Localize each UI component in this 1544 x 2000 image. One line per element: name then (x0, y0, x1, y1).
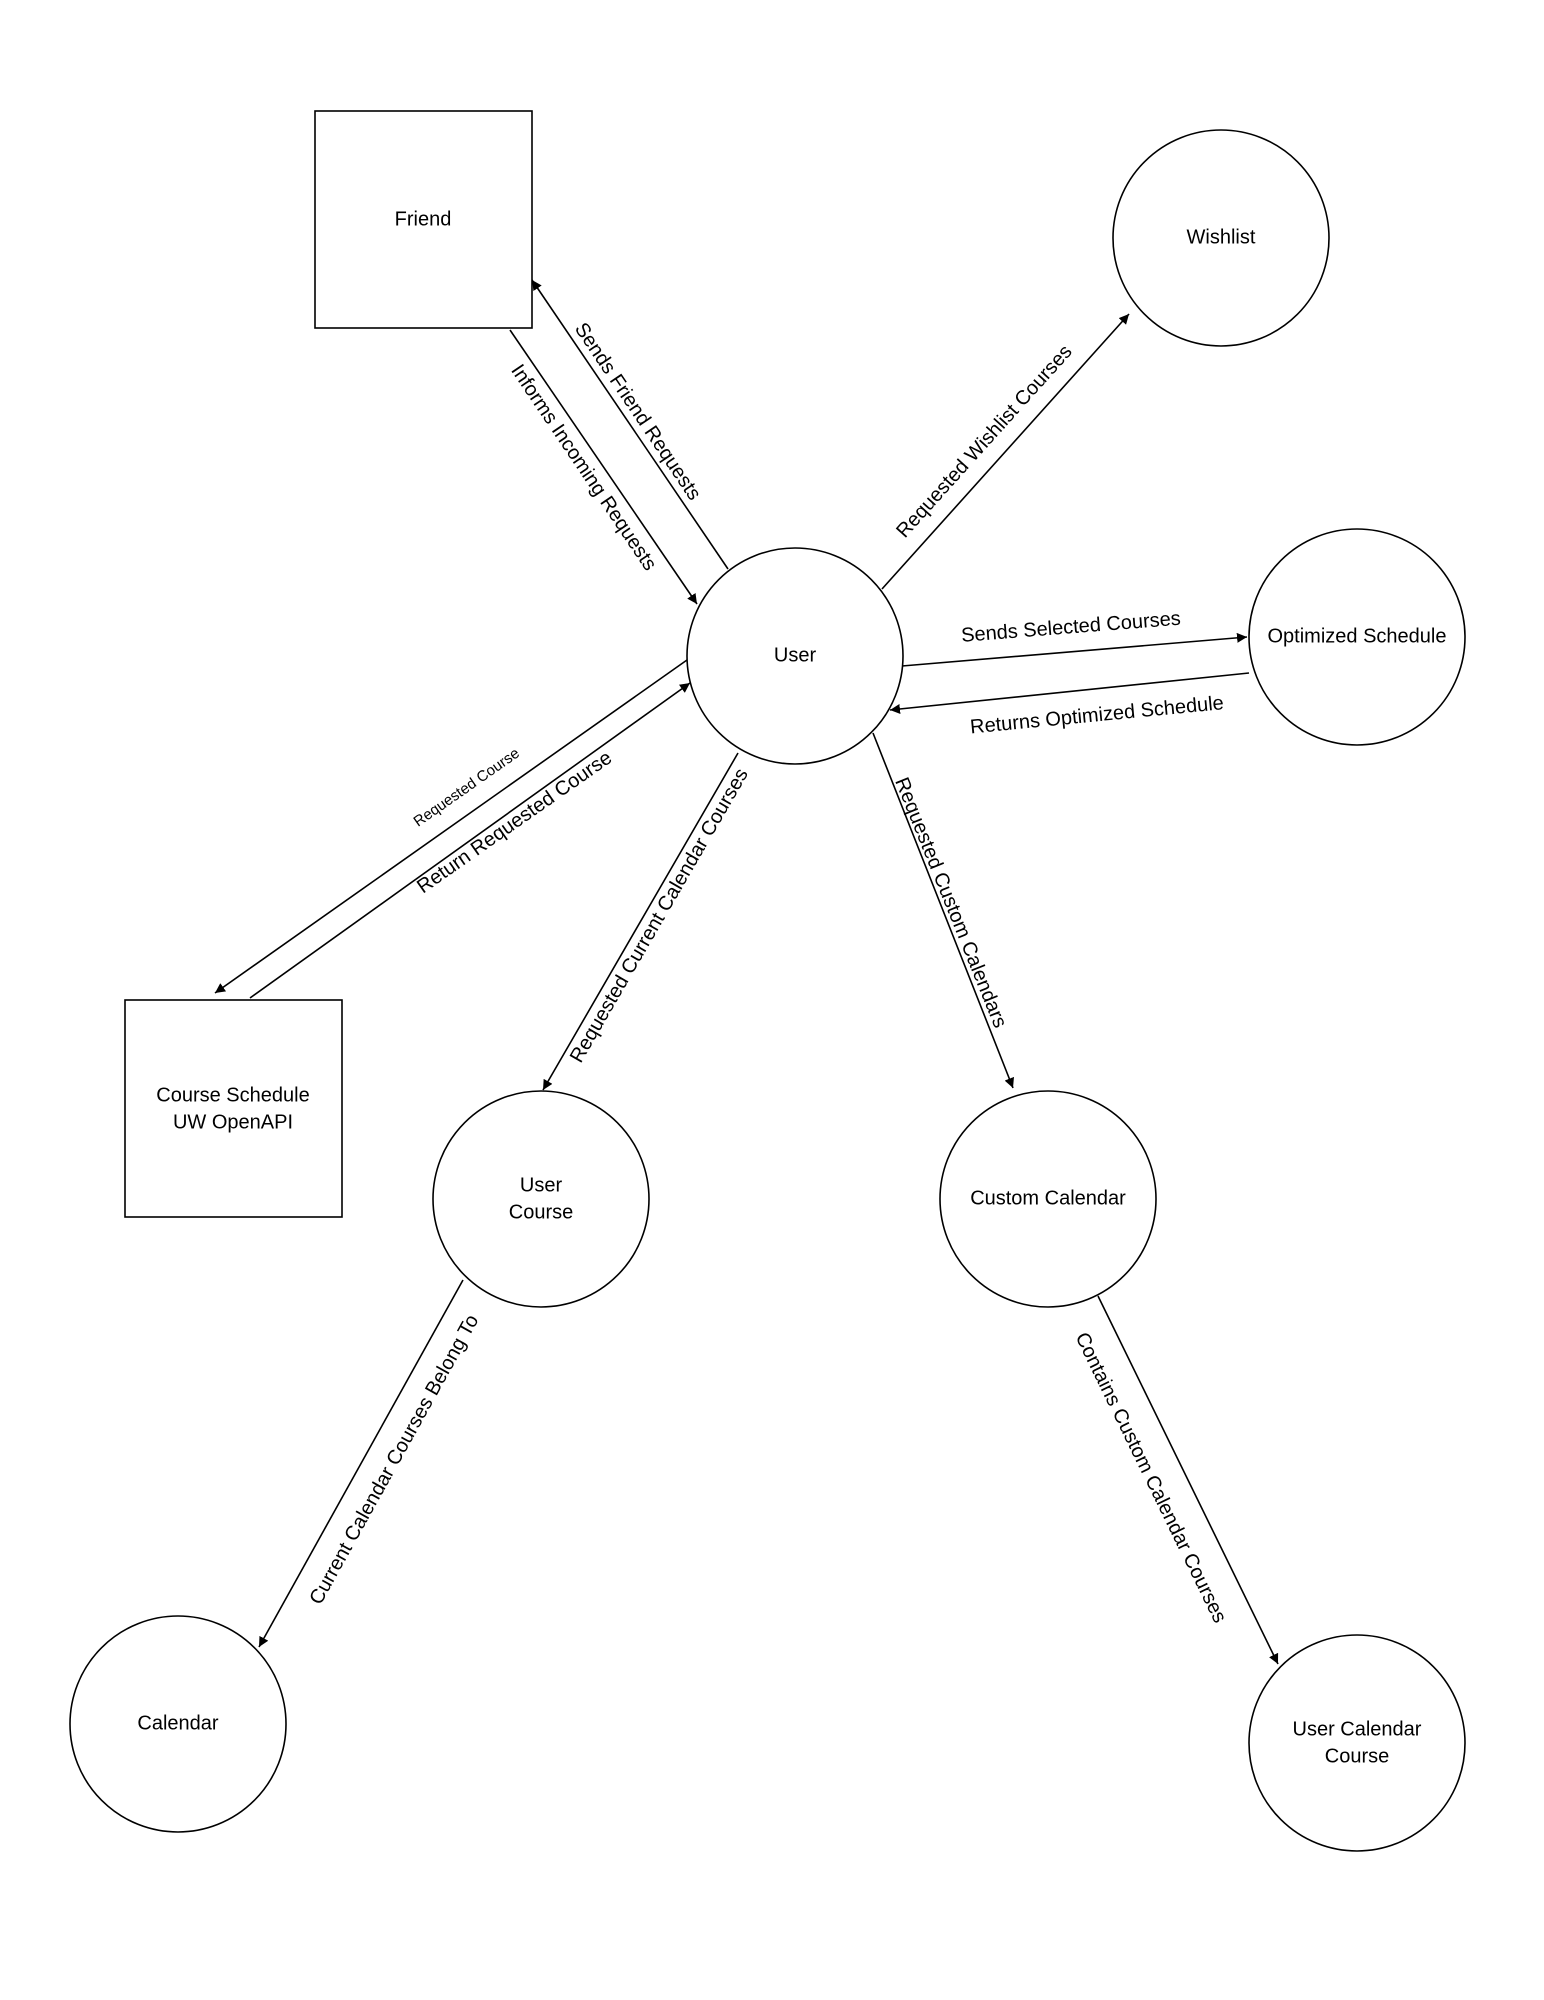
edges (214, 279, 1279, 1665)
edge-sends-friend-requests (531, 279, 729, 570)
edge-sends-selected-courses (901, 632, 1248, 667)
wishlist-circle (1112, 129, 1330, 347)
custom-calendar-circle (939, 1090, 1157, 1308)
edge-contains-custom-calendar-courses (1097, 1295, 1279, 1665)
edge-requested-custom-calendars (872, 732, 1014, 1089)
label-requested-wishlist-courses: Requested Wishlist Courses (892, 341, 1076, 542)
course-schedule-box (124, 999, 343, 1218)
wishlist-label: Wishlist (1187, 226, 1256, 248)
label-current-calendar-courses-belong-to: Current Calendar Courses Belong To (305, 1311, 483, 1608)
node-friend: Friend (314, 110, 533, 329)
label-return-requested-course: Return Requested Course (413, 747, 616, 898)
course-schedule-label-line1: Course Schedule (156, 1084, 309, 1106)
calendar-circle (69, 1615, 287, 1833)
node-course-schedule: Course Schedule UW OpenAPI (124, 999, 343, 1218)
user-calendar-course-label-line1: User Calendar (1293, 1718, 1422, 1740)
friend-box (314, 110, 533, 329)
node-optimized-schedule: Optimized Schedule (1248, 528, 1466, 746)
user-course-label-line2: Course (509, 1201, 573, 1223)
user-course-label-line1: User (520, 1174, 563, 1196)
node-user-calendar-course: User Calendar Course (1248, 1634, 1466, 1852)
edge-informs-incoming-requests (509, 329, 698, 605)
user-course-circle (432, 1090, 650, 1308)
node-calendar: Calendar (69, 1615, 287, 1833)
label-contains-custom-calendar-courses: Contains Custom Calendar Courses (1071, 1329, 1231, 1626)
node-user-course: User Course (432, 1090, 650, 1308)
user-circle (686, 547, 904, 765)
optimized-schedule-circle (1248, 528, 1466, 746)
edge-current-calendar-courses-belong-to (258, 1279, 464, 1648)
optimized-schedule-label: Optimized Schedule (1268, 625, 1447, 647)
node-wishlist: Wishlist (1112, 129, 1330, 347)
user-calendar-course-label-line2: Course (1325, 1745, 1389, 1767)
edge-requested-wishlist-courses (881, 313, 1130, 590)
edge-labels: Sends Friend Requests Informs Incoming R… (305, 319, 1230, 1627)
label-sends-selected-courses: Sends Selected Courses (960, 608, 1181, 647)
label-requested-custom-calendars: Requested Custom Calendars (890, 774, 1011, 1031)
edge-returns-optimized-schedule (889, 672, 1250, 714)
label-returns-optimized-schedule: Returns Optimized Schedule (969, 692, 1225, 738)
course-schedule-label-line2: UW OpenAPI (173, 1111, 293, 1133)
label-requested-current-calendar-courses: Requested Current Calendar Courses (566, 765, 753, 1067)
user-label: User (774, 644, 817, 666)
calendar-label: Calendar (137, 1712, 219, 1734)
edge-requested-current-calendar-courses (542, 752, 739, 1091)
edge-return-requested-course (249, 682, 691, 999)
custom-calendar-label: Custom Calendar (970, 1187, 1126, 1209)
node-custom-calendar: Custom Calendar (939, 1090, 1157, 1308)
friend-label: Friend (395, 208, 452, 230)
edge-requested-course (214, 659, 688, 994)
user-calendar-course-circle (1248, 1634, 1466, 1852)
node-user: User (686, 547, 904, 765)
